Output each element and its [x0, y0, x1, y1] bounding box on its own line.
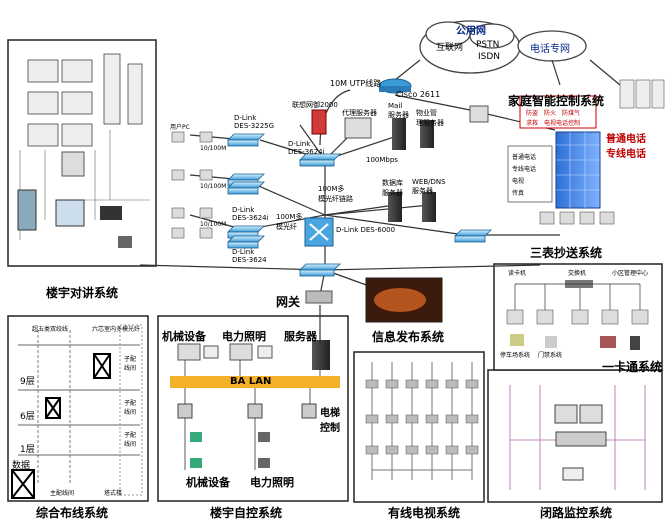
card-title: 一卡通系统: [602, 360, 663, 374]
database-server-label: 数据库 服务器: [382, 179, 403, 197]
sub-distribution-2: 子配 线间: [124, 400, 137, 416]
proxy-server-label: 代理服务器: [342, 109, 377, 117]
gateway-title: 网关: [276, 295, 301, 309]
meter-title: 三表抄送系统: [530, 246, 603, 260]
floor-6-label: 6层: [20, 412, 35, 422]
automation-panel: [157, 315, 349, 502]
pstn-label: PSTN: [476, 40, 500, 50]
automation-title: 楼宇自控系统: [210, 506, 283, 520]
parking-label: 停车场系统: [500, 352, 531, 359]
card-reader-label: 读卡机: [508, 270, 527, 277]
firewall-label: 联想网御2000: [292, 101, 338, 109]
mech-label: 机械设备: [162, 330, 206, 343]
router-label: Cisco 2611: [396, 90, 441, 99]
switch-3624-top-label: D-Link DES-3624i: [288, 140, 325, 156]
sub-distribution-3: 子配 线间: [124, 432, 137, 448]
info-title: 信息发布系统: [372, 330, 445, 344]
cctv-title: 闭路监控系统: [540, 506, 613, 520]
home-feature-3: 防煤气: [562, 110, 581, 117]
normal-phone-label: 普通电话 专线电话: [606, 134, 646, 160]
home-feature-4: 求救: [526, 120, 539, 127]
link-100m-label: 100Mbps: [366, 156, 398, 164]
home-control-title: 家庭智能控制系统: [508, 94, 605, 108]
elevator-label: 电梯 控制: [320, 408, 340, 434]
core-switch-label: D-Link DES-6000: [336, 226, 396, 234]
isdn-label: ISDN: [478, 52, 501, 62]
public-net-label: 公用网: [456, 26, 486, 37]
internet-label: 互联网: [436, 43, 464, 53]
meter-devices: [539, 211, 615, 225]
web-dns-server-label: WEB/DNS 服务器: [412, 178, 446, 195]
home-feature-2: 防火: [544, 110, 557, 117]
gate-label: 门禁系统: [538, 352, 563, 359]
main-distribution-label: 主配线间: [50, 490, 75, 497]
home-item-2: 专线电话: [512, 166, 537, 173]
phone-racks: [619, 79, 665, 109]
mech2-label: 机械设备: [186, 476, 230, 489]
home-feature-5: 电视电话控制: [544, 120, 581, 127]
speed-2-label: 10/100M: [200, 183, 227, 190]
intercom-title: 楼宇对讲系统: [46, 286, 119, 300]
utp-link-label: 10M UTP线路: [330, 79, 382, 88]
fiber-link-label: 100M多 模光纤链路: [318, 185, 353, 203]
server-icons: [344, 105, 489, 222]
light2-label: 电力照明: [250, 476, 294, 489]
core-switch-icon: [304, 217, 334, 247]
home-item-4: 传真: [512, 190, 525, 197]
cabling-title: 综合布线系统: [36, 506, 109, 520]
card-center-label: 小区管理中心: [612, 270, 649, 277]
floor-1-label: 1层: [20, 445, 35, 455]
home-item-3: 电视: [512, 178, 525, 185]
intercom-panel: [7, 39, 157, 267]
trunk-fiber-label: 六芯室内多模光纤: [92, 326, 141, 333]
trunk-voice-label: 超五类双绞线: [32, 326, 69, 333]
switch-3624a-label: D-Link DES-3624i: [232, 206, 269, 222]
cctv-panel: [487, 369, 663, 503]
cabling-panel: [7, 315, 149, 502]
ba-lan-bus: [170, 376, 340, 388]
data-label: 数据: [12, 461, 31, 471]
switch-icons: [227, 133, 492, 277]
sub-distribution-1: 子配 线间: [124, 356, 137, 372]
wan-cloud: [419, 20, 521, 74]
router-icon: [378, 78, 412, 94]
home-item-1: 普通电话: [512, 154, 537, 161]
server-label: 服务器: [284, 330, 317, 343]
property-server-label: 物业管 理服务器: [416, 109, 444, 127]
card-exchanger-label: 交换机: [568, 270, 587, 277]
speed-1-label: 10/100M: [200, 145, 227, 152]
phone-line-label: 电话专网: [530, 44, 570, 55]
home-feature-1: 防盗: [526, 110, 539, 117]
user-pcs: [171, 131, 213, 239]
floor-9-label: 9层: [20, 377, 35, 387]
firewall-icon: [311, 109, 327, 135]
light-label: 电力照明: [222, 330, 266, 343]
fiber-link2-label: 100M多 模光纤: [276, 213, 303, 231]
bus-label: BA LAN: [230, 376, 272, 387]
user-pc-label: 用户PC: [170, 124, 190, 131]
speed-3-label: 10/100M: [200, 221, 227, 228]
mail-server-label: Mail 服务器: [388, 102, 409, 119]
catv-panel: [353, 351, 485, 503]
catv-title: 有线电视系统: [388, 506, 461, 520]
tower-label: 塔式楼: [104, 490, 123, 497]
home-building: [507, 95, 601, 209]
switch-3624b-label: D-Link DES-3624: [232, 248, 267, 264]
switch-3225-label: D-Link DES-3225G: [234, 114, 275, 130]
info-display: [365, 277, 443, 323]
gateway-icon: [305, 290, 333, 304]
card-panel: [493, 263, 663, 371]
